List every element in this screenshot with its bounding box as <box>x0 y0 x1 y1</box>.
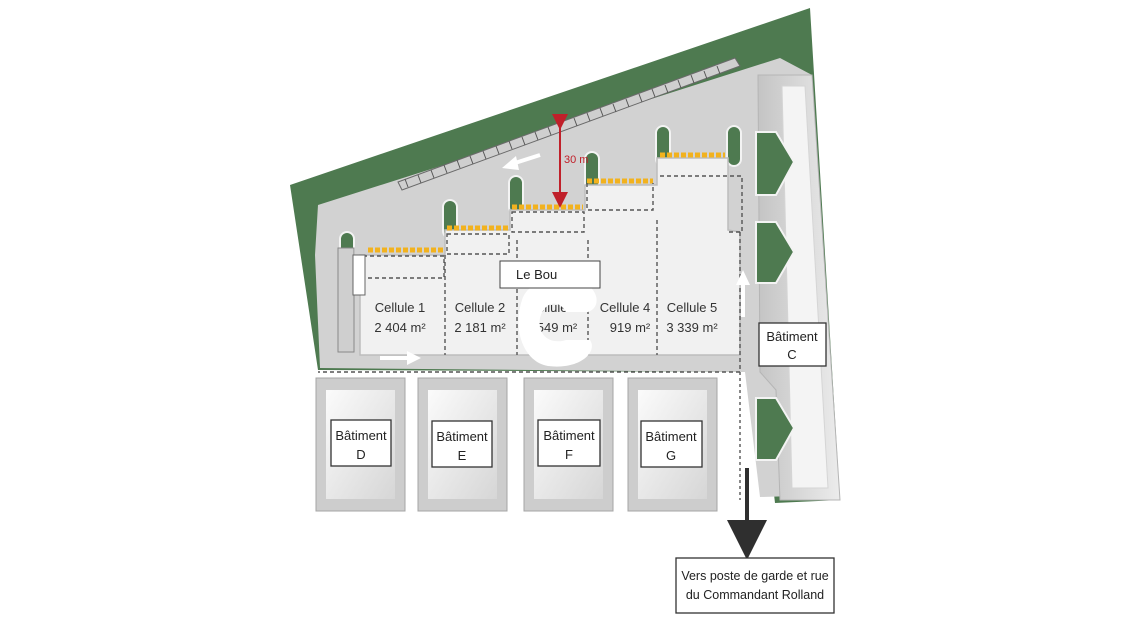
main-building <box>359 157 741 356</box>
left-parking <box>337 247 366 353</box>
cell-5-area: 3 339 m² <box>666 320 718 335</box>
cell-5-name: Cellule 5 <box>667 300 718 315</box>
building-d-letter: D <box>356 447 365 462</box>
exit-label-line1: Vers poste de garde et rue <box>681 569 828 583</box>
building-d-title: Bâtiment <box>335 428 387 443</box>
cell-1-name: Cellule 1 <box>375 300 426 315</box>
building-d-label-box <box>330 419 392 467</box>
traffic-arrows <box>380 153 750 365</box>
dimension-30m: 30 m <box>552 114 588 208</box>
building-name-label: Le Bou <box>499 260 601 289</box>
building-e-label-box <box>431 420 493 468</box>
cell-1-area: 2 404 m² <box>374 320 426 335</box>
building-g: Bâtiment G <box>627 377 718 512</box>
building-g-title: Bâtiment <box>645 429 697 444</box>
cell-4-area: 919 m² <box>610 320 651 335</box>
cell-labels: Cellule 1 2 404 m² Cellule 2 2 181 m² Ce… <box>374 300 718 335</box>
exit-label-line2: du Commandant Rolland <box>686 588 824 602</box>
building-c-title: Bâtiment <box>766 329 818 344</box>
building-f: Bâtiment F <box>523 377 614 512</box>
exit-label: Vers poste de garde et rue du Commandant… <box>675 557 835 614</box>
building-e: Bâtiment E <box>417 377 508 512</box>
building-f-label-box <box>537 419 601 467</box>
cell-4-name: Cellule 4 <box>600 300 651 315</box>
building-f-letter: F <box>565 447 573 462</box>
building-g-letter: G <box>666 448 676 463</box>
cell-2-name: Cellule 2 <box>455 300 506 315</box>
cell-3-area: 549 m² <box>537 320 578 335</box>
building-g-label-box <box>640 420 703 468</box>
building-c: Bâtiment C <box>755 74 841 501</box>
building-d: Bâtiment D <box>315 377 406 512</box>
white-overlay-shape <box>518 278 597 367</box>
building-c-label-box <box>758 322 827 367</box>
loading-docks <box>368 152 725 253</box>
building-f-title: Bâtiment <box>543 428 595 443</box>
dimension-label: 30 m <box>564 154 588 166</box>
building-e-title: Bâtiment <box>436 429 488 444</box>
parking-stripes <box>404 65 721 188</box>
building-e-letter: E <box>458 448 467 463</box>
building-name-text: Le Bou <box>516 267 557 282</box>
cell-2-area: 2 181 m² <box>454 320 506 335</box>
parking-strip <box>397 57 741 191</box>
building-c-letter: C <box>787 347 796 362</box>
